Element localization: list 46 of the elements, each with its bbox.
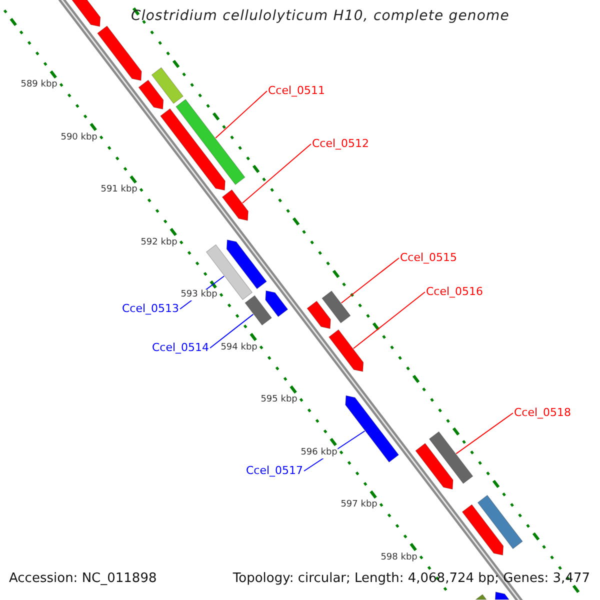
gene-block — [345, 395, 400, 463]
leader-line — [352, 292, 426, 349]
gene-bar — [244, 295, 272, 326]
gene-bar — [428, 431, 474, 484]
genome-info-text: Topology: circular; Length: 4,068,724 bp; Genes: 3,477 — [232, 572, 590, 586]
leader-line — [340, 258, 400, 304]
leader-line — [210, 314, 254, 348]
gene-label: Ccel_0517 — [246, 464, 304, 478]
gene-label: Ccel_0518 — [514, 406, 572, 420]
scale-label: 595 kbp — [260, 394, 298, 406]
accession-text: Accession: NC_011898 — [9, 572, 157, 586]
gene-block — [226, 239, 267, 290]
scale-label: 594 kbp — [220, 342, 258, 354]
leader-line — [456, 412, 514, 454]
scale-label: 597 kbp — [340, 500, 378, 511]
gene-label: Ccel_0516 — [426, 285, 484, 299]
scale-label: 590 kbp — [60, 132, 98, 144]
gene-block — [97, 26, 142, 81]
gene-label: Ccel_0515 — [400, 251, 458, 265]
gene-block — [494, 592, 510, 600]
gene-block — [328, 329, 364, 372]
leader-line — [215, 90, 268, 139]
gene-block — [462, 504, 504, 556]
gene-bar — [176, 98, 246, 185]
gene-block — [138, 80, 164, 110]
scale-label: 596 kbp — [300, 447, 338, 458]
diagram-title: Clostridium cellulolyticum H10, complete genome — [131, 9, 510, 23]
gene-bar — [322, 290, 351, 324]
gene-label: Ccel_0512 — [312, 137, 370, 151]
gene-block — [415, 443, 454, 490]
gene-bar — [475, 594, 487, 600]
scale-label: 592 kbp — [140, 237, 178, 248]
scale-label: 598 kbp — [380, 552, 418, 564]
gene-bar — [477, 494, 523, 550]
scale-label: 591 kbp — [100, 184, 138, 196]
leader-line — [242, 144, 312, 204]
scale-label: 593 kbp — [180, 290, 218, 301]
gene-block — [265, 290, 288, 318]
gene-label: Ccel_0513 — [122, 302, 180, 316]
gene-block — [222, 189, 248, 221]
gene-label: Ccel_0511 — [268, 84, 326, 98]
gene-block — [160, 108, 226, 191]
scale-label: 589 kbp — [20, 80, 58, 91]
gene-bar — [151, 67, 184, 104]
gene-block — [306, 300, 331, 329]
gene-label: Ccel_0514 — [152, 341, 210, 355]
